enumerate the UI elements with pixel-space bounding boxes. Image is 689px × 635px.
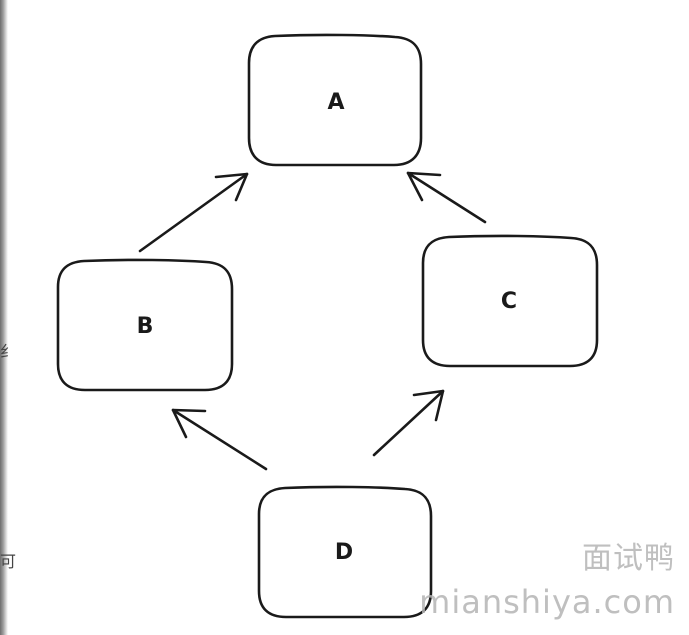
node-b-box [56,258,234,392]
arrow-d-to-c-head [412,389,445,422]
left-edge-strip [0,0,8,635]
node-d-box [257,485,433,619]
cropped-edge-text-lower: 可 [0,552,17,571]
cropped-edge-text-upper: 纟 [0,342,17,361]
node-c-label: C [501,289,517,314]
node-d-label: D [335,540,353,565]
arrow-d-to-c [372,389,445,457]
arrow-d-to-b [171,408,268,471]
node-a-label: A [327,90,344,115]
arrow-b-to-a [138,172,249,253]
node-a-box [247,33,423,167]
arrow-c-to-a [406,171,487,224]
arrow-b-to-a-head [214,172,249,202]
watermark-site: mianshiya.com [419,583,675,621]
arrow-d-to-b-head [171,408,207,439]
watermark-chinese: 面试鸭 [582,541,675,576]
node-c-box [421,234,599,368]
node-b-label: B [137,314,154,339]
arrow-c-to-a-head [406,171,442,202]
